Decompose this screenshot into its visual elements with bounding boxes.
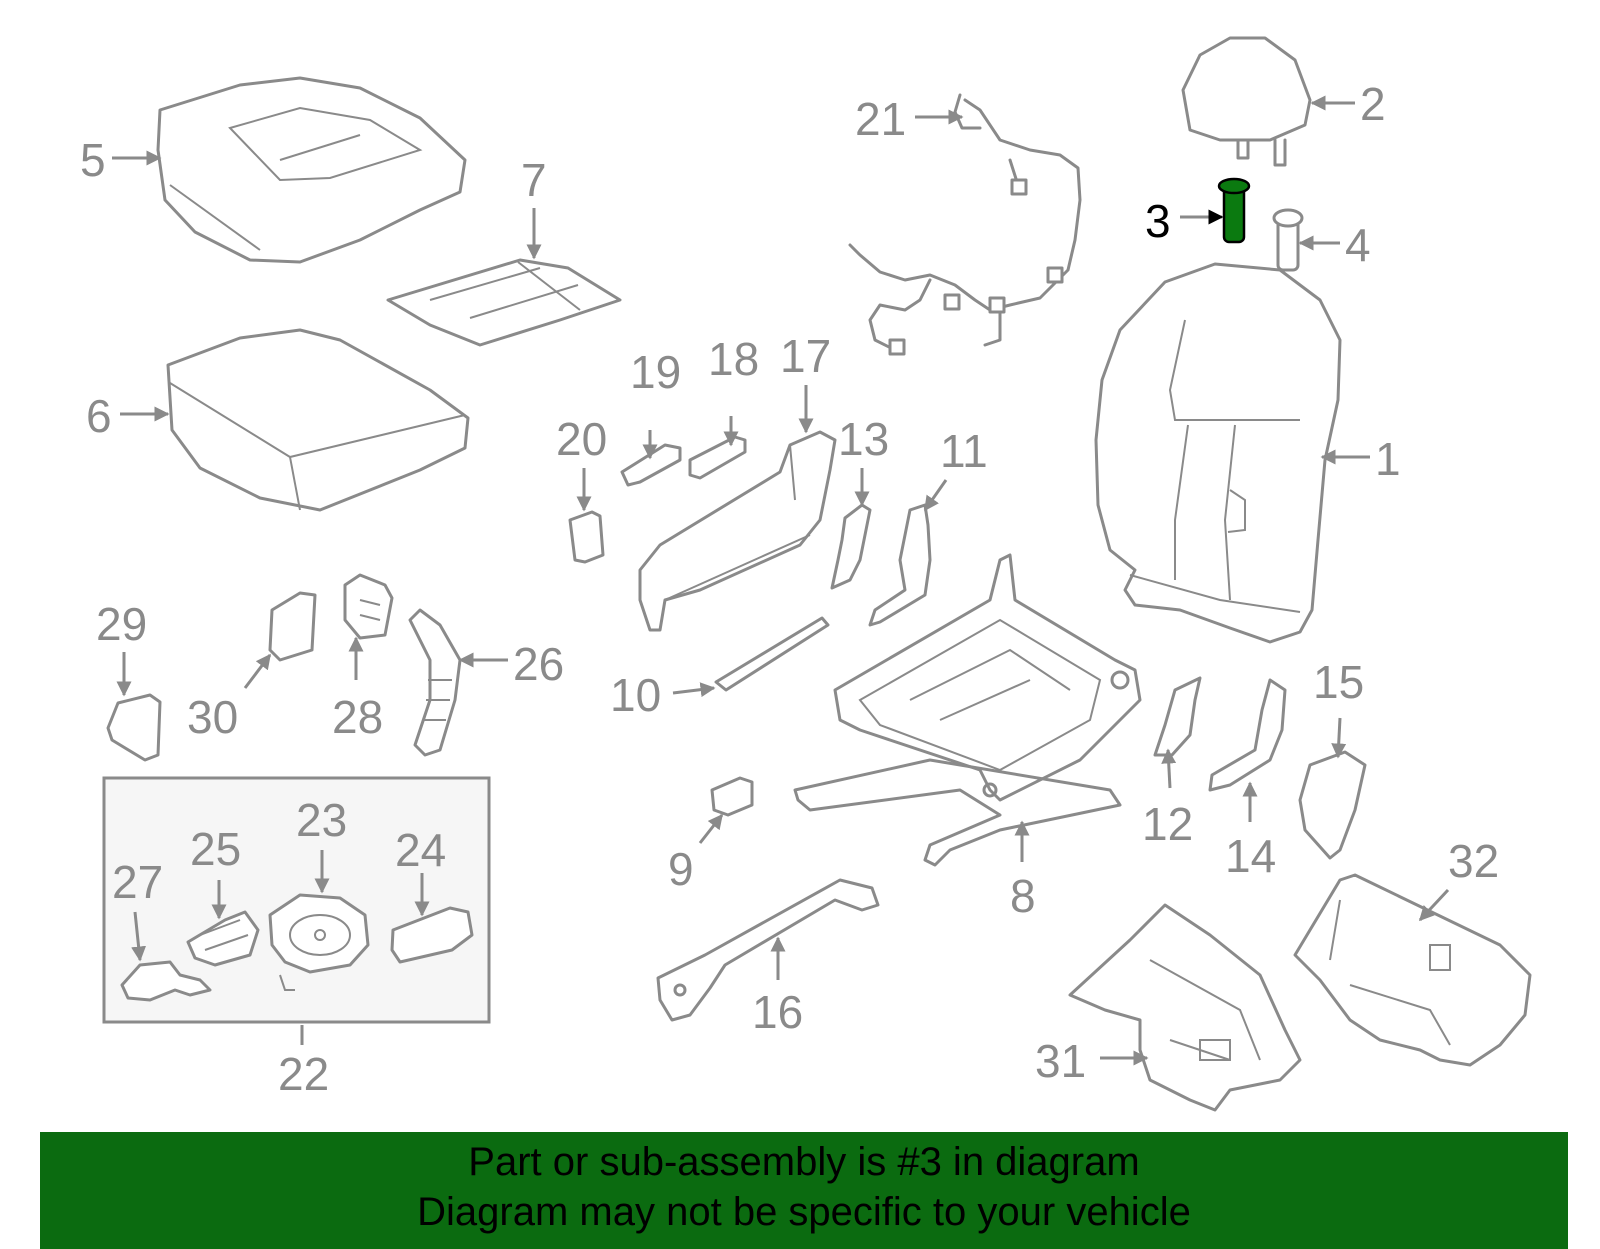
callout-22: 22: [278, 1048, 329, 1100]
callout-16: 16: [752, 986, 803, 1038]
callout-9: 9: [668, 843, 694, 895]
part-12-bracket[interactable]: [1153, 676, 1202, 757]
callout-8: 8: [1010, 870, 1036, 922]
part-5-cushion-cover[interactable]: [156, 76, 467, 264]
callout-31: 31: [1035, 1035, 1086, 1087]
part-7-cushion-heater[interactable]: [386, 258, 622, 347]
part-20-switch[interactable]: [568, 510, 605, 564]
part-16-rail[interactable]: [656, 878, 880, 1022]
part-15-cover[interactable]: [1298, 750, 1367, 860]
part-19-trim-clip[interactable]: [620, 443, 682, 487]
callout-17: 17: [780, 330, 831, 382]
part-30-duct[interactable]: [268, 591, 317, 662]
callout-28: 28: [332, 691, 383, 743]
callout-15: 15: [1313, 656, 1364, 708]
callout-20: 20: [556, 413, 607, 465]
callout-12: 12: [1142, 798, 1193, 850]
callout-7: 7: [521, 154, 547, 206]
part-25-duct[interactable]: [186, 910, 260, 967]
part-23-blower-motor[interactable]: [268, 893, 370, 991]
part-28-duct[interactable]: [343, 573, 394, 640]
callout-4: 4: [1345, 219, 1371, 271]
callout-3: 3: [1145, 195, 1171, 247]
part-27-bracket[interactable]: [120, 960, 212, 1002]
part-32-panel[interactable]: [1293, 873, 1532, 1067]
part-3-headrest-guide[interactable]: [1217, 177, 1251, 244]
callout-6: 6: [86, 390, 112, 442]
part-2-headrest[interactable]: [1181, 36, 1312, 167]
callout-11: 11: [940, 425, 988, 477]
part-14-bracket[interactable]: [1208, 678, 1287, 792]
part-21-wire-harness[interactable]: [848, 93, 1082, 356]
part-9-knob[interactable]: [710, 776, 754, 817]
callout-13: 13: [838, 413, 889, 465]
info-banner: Part or sub-assembly is #3 in diagram Di…: [40, 1132, 1568, 1249]
callout-10: 10: [610, 669, 661, 721]
part-1-seat-back[interactable]: [1094, 262, 1342, 644]
callout-25: 25: [190, 823, 241, 875]
part-10-trim-strip[interactable]: [714, 616, 830, 692]
banner-disclaimer: Diagram may not be specific to your vehi…: [417, 1190, 1191, 1234]
part-26-hose[interactable]: [408, 608, 462, 757]
callout-24: 24: [395, 824, 446, 876]
callout-14: 14: [1225, 830, 1276, 882]
callout-2: 2: [1360, 78, 1386, 130]
part-11-cover[interactable]: [868, 503, 932, 627]
callout-26: 26: [513, 638, 564, 690]
part-24-duct[interactable]: [390, 906, 474, 964]
part-17-side-shield[interactable]: [638, 430, 837, 632]
part-8-seat-frame[interactable]: [793, 553, 1142, 867]
callout-labels: 5 7 6 21 2 3 4 1 19 18 17 20 13 11 10 8 …: [80, 78, 1499, 1100]
callout-21: 21: [855, 93, 906, 145]
part-4-headrest-guide-lock[interactable]: [1272, 208, 1304, 272]
callout-arrows: [112, 95, 1450, 1066]
callout-32: 32: [1448, 835, 1499, 887]
callout-1: 1: [1375, 433, 1401, 485]
callout-27: 27: [112, 856, 163, 908]
part-31-under-tray[interactable]: [1068, 903, 1302, 1112]
callout-29: 29: [96, 598, 147, 650]
callout-30: 30: [187, 691, 238, 743]
part-29-duct[interactable]: [106, 693, 162, 762]
part-6-cushion-pad[interactable]: [166, 328, 470, 512]
part-13-cover[interactable]: [830, 503, 872, 590]
callout-19: 19: [630, 346, 681, 398]
callout-23: 23: [296, 794, 347, 846]
part-18-trim-clip[interactable]: [688, 435, 747, 480]
callout-18: 18: [708, 333, 759, 385]
banner-part-note: Part or sub-assembly is #3 in diagram: [468, 1140, 1140, 1184]
callout-5: 5: [80, 134, 106, 186]
